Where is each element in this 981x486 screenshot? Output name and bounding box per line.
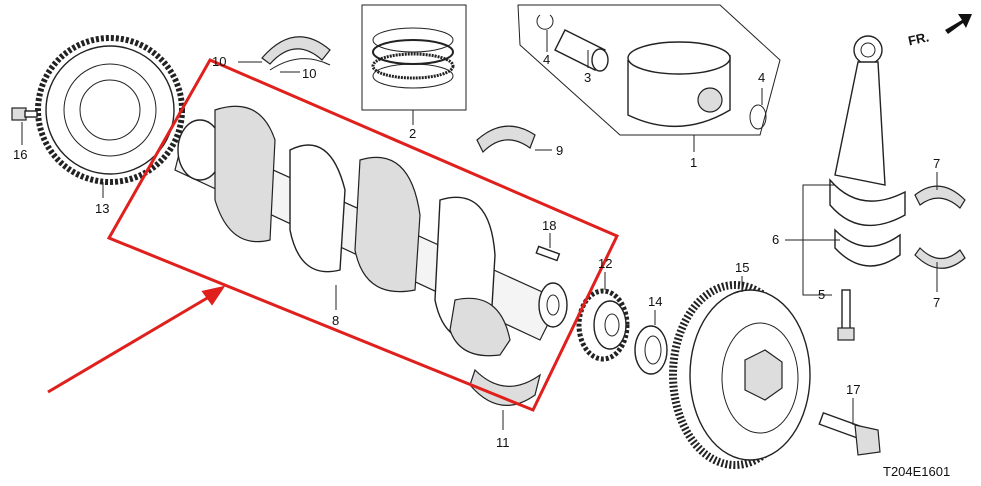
callout-12: 12 [598, 256, 612, 271]
callout-10: 10 [302, 66, 316, 81]
timing-sprocket-12 [576, 288, 630, 362]
callout-9: 9 [556, 143, 563, 158]
callout-5: 5 [818, 287, 825, 302]
piston-assembly-1 [517, 4, 781, 136]
drive-plate-13 [35, 35, 185, 185]
crankshaft-8 [174, 105, 568, 357]
thrust-bearing-11 [469, 368, 541, 406]
pulley-bolt-17 [818, 411, 881, 456]
callout-4: 4 [758, 70, 765, 85]
washer-14 [634, 325, 668, 375]
crank-pulley-15 [669, 281, 811, 469]
callout-10: 10 [212, 54, 226, 69]
diagram-code: T204E1601 [883, 464, 950, 479]
callout-2: 2 [409, 126, 416, 141]
callout-16: 16 [13, 147, 27, 162]
callout-13: 13 [95, 201, 109, 216]
callout-18: 18 [542, 218, 556, 233]
callout-7: 7 [933, 156, 940, 171]
callout-3: 3 [584, 70, 591, 85]
thrust-bearing-9 [476, 125, 536, 154]
callout-14: 14 [648, 294, 662, 309]
front-marker-label: FR. [907, 29, 931, 48]
piston-rings-2 [361, 4, 467, 111]
callout-4: 4 [543, 52, 550, 67]
bolt-16 [11, 107, 38, 121]
callout-7: 7 [933, 295, 940, 310]
callout-15: 15 [735, 260, 749, 275]
main-bearings-10 [261, 36, 331, 71]
callout-17: 17 [846, 382, 860, 397]
callout-11: 11 [496, 435, 510, 450]
callout-8: 8 [332, 313, 339, 328]
callout-6: 6 [772, 232, 779, 247]
highlight-box [47, 58, 620, 412]
front-direction-indicator [945, 14, 972, 34]
callout-1: 1 [690, 155, 697, 170]
rod-bearings-7 [914, 185, 966, 269]
connecting-rod [829, 35, 906, 341]
leader-lines [21, 30, 938, 430]
